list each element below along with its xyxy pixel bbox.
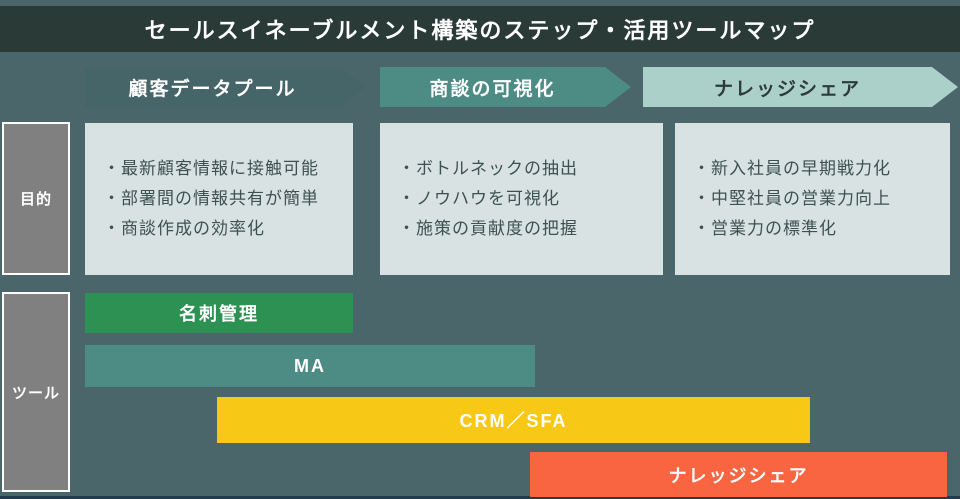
goal-item: ・中堅社員の営業力向上 [693,189,891,208]
page-title: セールスイネーブルメント構築のステップ・活用ツールマップ [144,18,816,43]
goal-item: ・部署間の情報共有が簡単 [103,189,319,208]
step-arrow-label: 顧客データプール [128,78,297,100]
goal-item: ・商談作成の効率化 [103,219,265,238]
tool-bar-business-card-management: 名刺管理 [85,293,353,333]
goal-item: ・ノウハウを可視化 [398,189,560,208]
bottom-strip [0,496,960,499]
goal-item: ・ボトルネックの抽出 [398,159,578,178]
goal-item: ・施策の貢献度の把握 [398,219,578,238]
row-label-tools-text: ツール [11,384,60,402]
goals-box-customer-data-pool: ・最新顧客情報に接触可能 ・部署間の情報共有が簡単 ・商談作成の効率化 [85,123,353,275]
tool-bar-label: 名刺管理 [179,304,259,324]
goals-box-knowledge-share: ・新入社員の早期戦力化 ・中堅社員の営業力向上 ・営業力の標準化 [675,123,950,275]
step-arrow-customer-data-pool: 顧客データプール [85,67,366,107]
step-arrow-knowledge-share: ナレッジシェア [643,67,958,107]
tool-bar-crm-sfa: CRM／SFA [217,397,810,443]
row-label-purpose-text: 目的 [19,191,52,208]
goal-item: ・新入社員の早期戦力化 [693,159,891,178]
tool-bar-label: MA [294,355,326,376]
tool-bar-knowledge-share: ナレッジシェア [530,452,947,497]
title-bar: セールスイネーブルメント構築のステップ・活用ツールマップ [0,6,960,52]
tool-bar-label: CRM／SFA [459,411,568,431]
row-label-purpose: 目的 [2,122,70,275]
step-arrow-label: ナレッジシェア [713,78,861,100]
goal-item: ・営業力の標準化 [693,219,837,238]
goal-item: ・最新顧客情報に接触可能 [103,159,319,178]
goals-box-deal-visualization: ・ボトルネックの抽出 ・ノウハウを可視化 ・施策の貢献度の把握 [380,123,663,275]
tool-bar-label: ナレッジシェア [668,465,809,486]
row-label-tools: ツール [2,292,70,492]
step-arrow-label: 商談の可視化 [429,78,556,100]
tool-bar-ma: MA [85,345,535,387]
step-arrow-deal-visualization: 商談の可視化 [380,67,631,107]
